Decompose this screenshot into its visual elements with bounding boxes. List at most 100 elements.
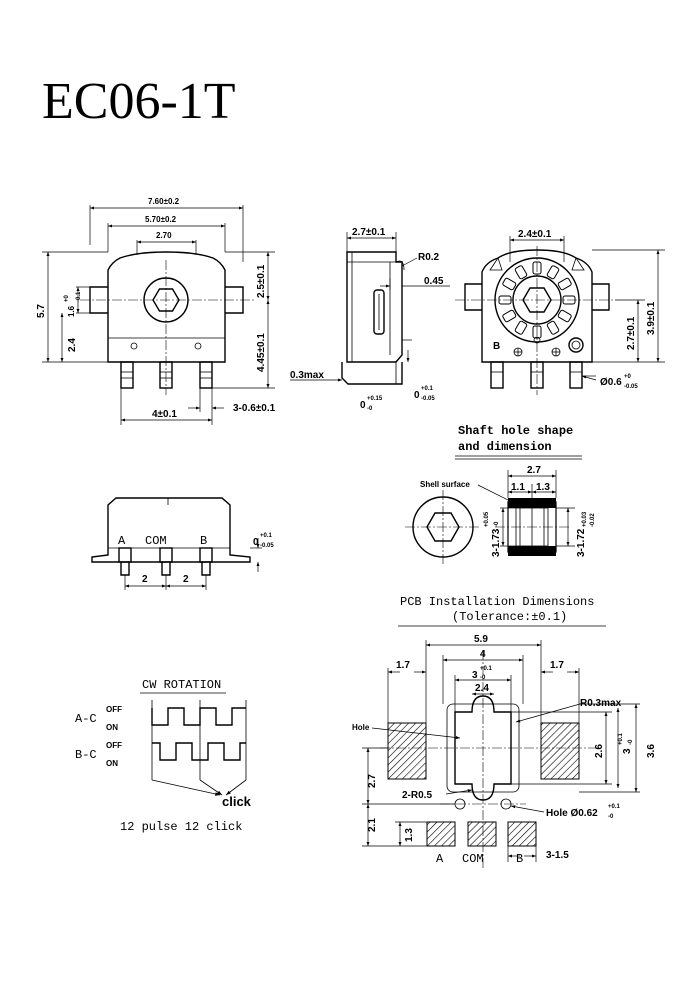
label-off-1: OFF xyxy=(106,705,122,714)
dim-pitch-1: 2 xyxy=(142,574,148,585)
label-on-1: ON xyxy=(106,723,118,732)
label-pcb-r05: 2-R0.5 xyxy=(402,790,432,801)
label-on-2: ON xyxy=(106,759,118,768)
page-title: EC06-1T xyxy=(42,73,236,130)
label-off-2: OFF xyxy=(106,741,122,750)
pcb-pin-com: COM xyxy=(462,852,484,866)
dim-back-right: 3.9±0.1 xyxy=(646,301,657,335)
rotation-heading: CW ROTATION xyxy=(142,678,221,692)
dim-side-tol2: 0 xyxy=(414,390,420,401)
dim-back-hole: Ø0.6 xyxy=(600,377,622,388)
dim-pin-width: 3-0.6±0.1 xyxy=(233,403,276,414)
dim-pcb-26: 2.6 xyxy=(594,744,605,758)
contact-slot xyxy=(546,320,560,335)
dim-side-tol1: 0 xyxy=(360,400,366,411)
dim-shaft-right-sub: -0.02 xyxy=(590,513,596,527)
label-pcb-hole2-sub: -0 xyxy=(608,814,614,820)
contact-slot xyxy=(546,265,560,280)
dim-right-lower: 4.45±0.1 xyxy=(256,333,267,372)
dim-tab-height: 1.6 xyxy=(67,305,76,317)
back-view: 2.4±0.1 B 3.9±0.1 2.7±0.1 Ø0.6 +0 xyxy=(455,229,665,395)
dim-pcb-3b: 3 xyxy=(622,748,633,754)
pin-label-com: COM xyxy=(145,534,167,548)
dim-shaft-left-sub: -0 xyxy=(494,521,500,527)
pin-label-a: A xyxy=(118,534,126,548)
contact-slot xyxy=(557,277,572,291)
dim-bottom-tol: 0 xyxy=(253,537,259,548)
dim-pcb-21: 2.1 xyxy=(367,818,378,832)
pcb-pin-b: B xyxy=(516,852,523,866)
dim-shaft-right-sup: +0.03 xyxy=(582,511,588,527)
pcb-tolerance: (Tolerance:±0.1) xyxy=(452,610,567,624)
dim-side-tol1-sub: -0 xyxy=(367,406,373,412)
label-click: click xyxy=(222,794,252,809)
dim-pcb-27: 2.7 xyxy=(367,774,378,788)
dim-pcb-4: 4 xyxy=(480,649,486,660)
dim-bottom-tol-sub: -0.05 xyxy=(260,543,274,549)
dim-pcb-3-sup: +0.1 xyxy=(480,666,493,672)
dim-pcb-24: 2.4 xyxy=(475,683,489,694)
dim-pcb-17-left: 1.7 xyxy=(396,660,410,671)
dim-shaft-left: 3-1.73 xyxy=(491,528,502,557)
dim-pcb-13: 1.3 xyxy=(404,828,415,842)
dim-body-width: 5.70±0.2 xyxy=(145,215,177,224)
dim-pcb-59: 5.9 xyxy=(474,634,488,645)
dim-pcb-3b-sub: -0 xyxy=(628,739,634,745)
dim-side-width: 2.7±0.1 xyxy=(352,227,386,238)
dim-overall-width: 7.60±0.2 xyxy=(148,197,180,206)
dim-pitch-2: 2 xyxy=(183,574,189,585)
dim-shaft-right: 3-1.72 xyxy=(576,528,587,557)
contact-slot xyxy=(502,277,517,291)
pcb-pin-a: A xyxy=(436,852,444,866)
bottom-view: A COM B 2 2 0 +0.1 -0.05 xyxy=(91,497,274,590)
shaft-hole-view: Shaft hole shape and dimension 2.7 1.1 1… xyxy=(405,424,596,565)
dim-height: 5.7 xyxy=(36,304,47,318)
label-pcb-hole2-sup: +0.1 xyxy=(608,804,621,810)
dim-side-tol1-sup: +0.15 xyxy=(367,396,383,402)
dim-side-radius: R0.2 xyxy=(418,252,440,263)
dim-back-mid: 2.7±0.1 xyxy=(626,316,637,350)
front-view: 7.60±0.2 5.70±0.2 2.70 5.7 xyxy=(36,197,276,425)
dim-pcb-3-sub: -0 xyxy=(480,675,486,681)
dim-shaft-a: 1.1 xyxy=(511,482,525,493)
dim-bottom-tol-sup: +0.1 xyxy=(260,533,273,539)
dim-side-max: 0.3max xyxy=(290,370,324,381)
label-pcb-r03: R0.3max xyxy=(580,698,622,709)
dim-pin-pitch: 4±0.1 xyxy=(152,409,177,420)
pin-label-b: B xyxy=(200,534,207,548)
label-shell-surface: Shell surface xyxy=(420,480,470,489)
rotation-caption: 12 pulse 12 click xyxy=(120,820,242,834)
contact-slot xyxy=(514,320,528,335)
dim-side-thickness: 0.45 xyxy=(424,276,444,287)
dim-tab-sup: +0 xyxy=(64,294,70,302)
dim-back-top: 2.4±0.1 xyxy=(518,229,552,240)
pcb-heading: PCB Installation Dimensions xyxy=(400,595,594,609)
label-b-c: B-C xyxy=(75,748,97,762)
label-pcb-315: 3-1.5 xyxy=(546,850,569,861)
dim-right-upper: 2.5±0.1 xyxy=(256,264,267,298)
dim-shaft-b: 1.3 xyxy=(536,482,550,493)
dim-side-tol2-sub: -0.05 xyxy=(421,396,435,402)
dim-top-width: 2.70 xyxy=(156,231,172,240)
dim-pcb-17-right: 1.7 xyxy=(550,660,564,671)
dim-side-tol2-sup: +0.1 xyxy=(421,386,434,392)
dim-pcb-3: 3 xyxy=(472,670,478,681)
label-a-c: A-C xyxy=(75,712,97,726)
dim-back-hole-sup: +0 xyxy=(624,374,632,380)
dim-shaft-left-sup: +0.05 xyxy=(484,511,490,527)
dim-tab-sub: -0.1 xyxy=(76,291,82,302)
shaft-heading-1: Shaft hole shape xyxy=(458,424,573,438)
back-label-b: B xyxy=(493,341,500,352)
dim-pcb-36: 3.6 xyxy=(646,744,657,758)
contact-slot xyxy=(502,309,517,323)
pcb-view: PCB Installation Dimensions (Tolerance:±… xyxy=(352,595,657,868)
dim-shaft-total: 2.7 xyxy=(527,465,541,476)
dim-pcb-3b-sup: +0.1 xyxy=(618,732,624,745)
rotation-diagram: CW ROTATION A-C OFF ON B-C OFF ON click … xyxy=(75,678,252,834)
dim-back-hole-sub: -0.05 xyxy=(624,384,638,390)
contact-slot xyxy=(557,309,572,323)
shaft-heading-2: and dimension xyxy=(458,440,552,454)
dim-lower: 2.4 xyxy=(67,338,78,352)
label-pcb-hole: Hole xyxy=(352,723,370,732)
label-pcb-hole2: Hole Ø0.62 xyxy=(546,808,598,819)
